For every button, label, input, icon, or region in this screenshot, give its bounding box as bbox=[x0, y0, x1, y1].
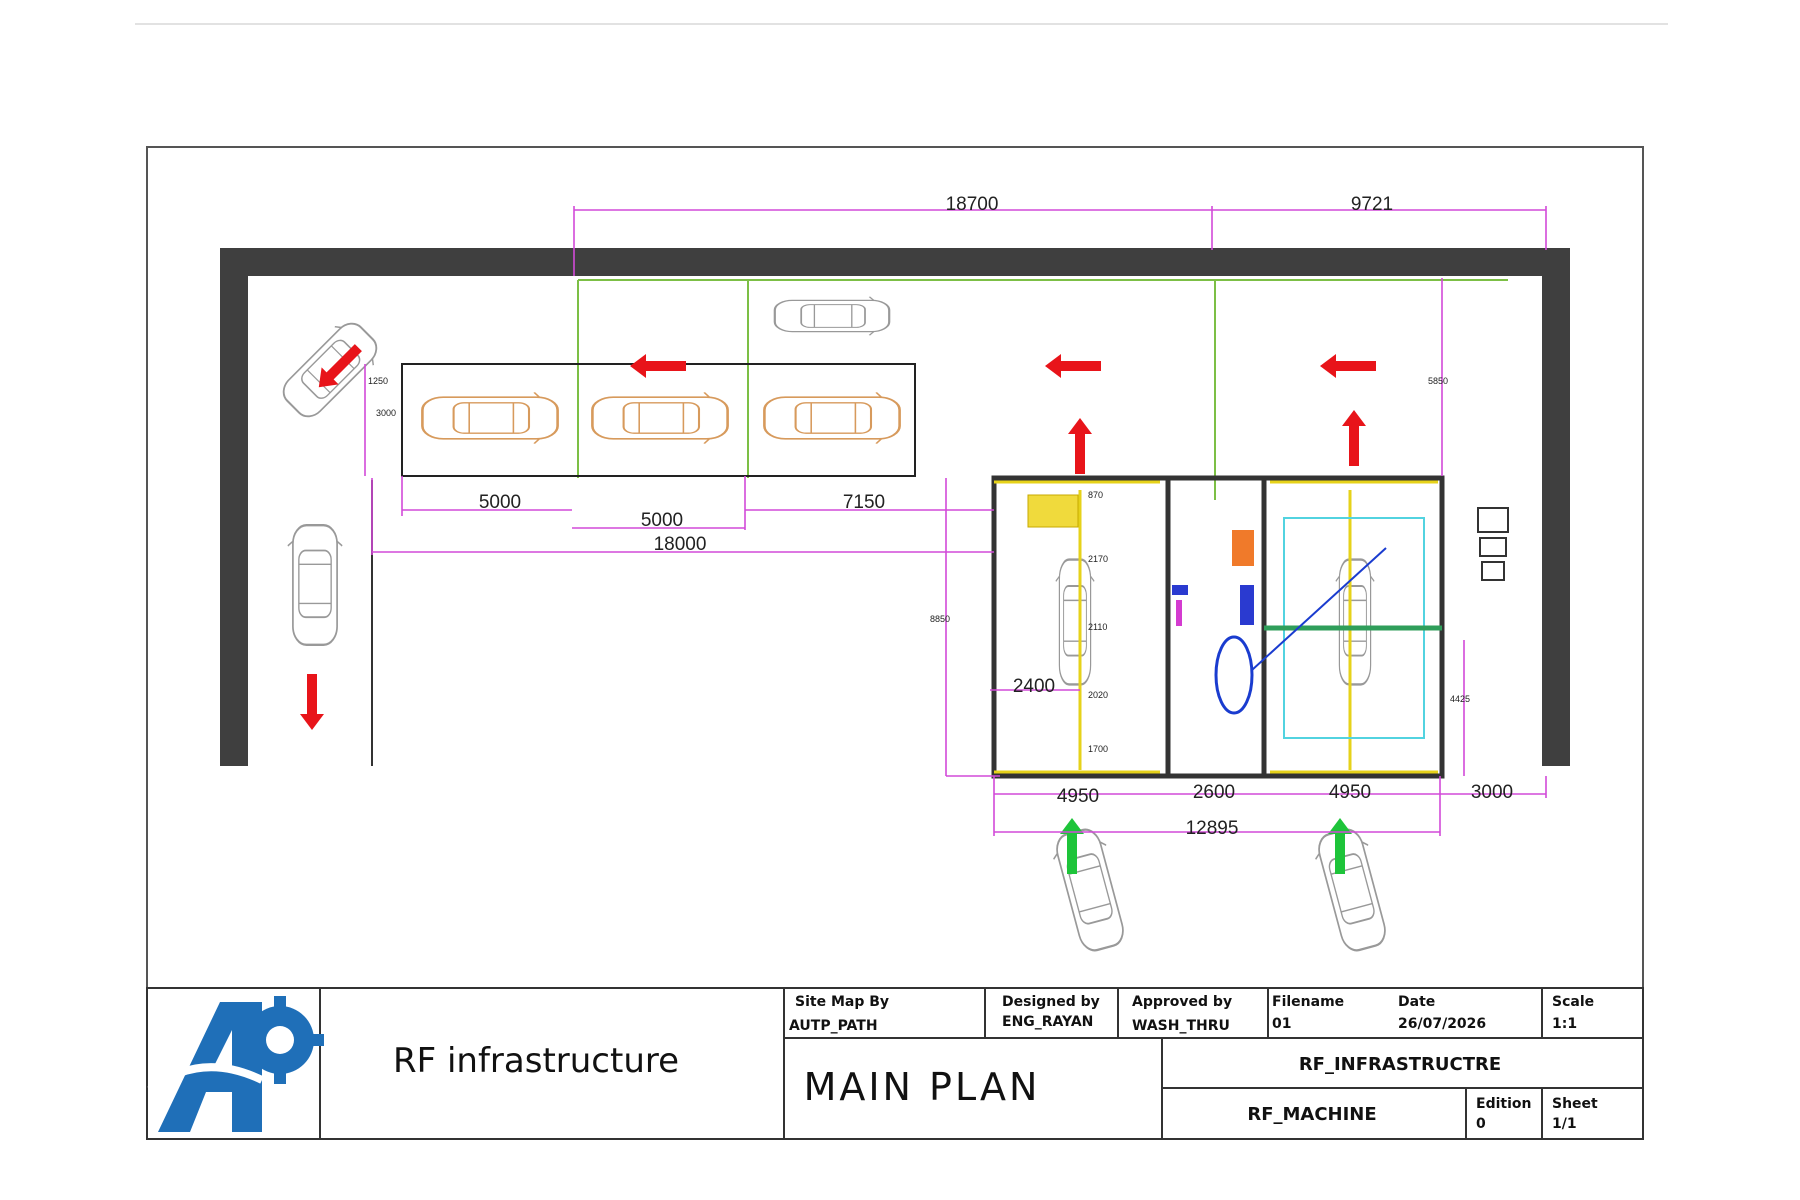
dim-lane-width: 2400 bbox=[1013, 676, 1055, 697]
designed-label: Designed by bbox=[1002, 994, 1100, 1010]
edition-value: 0 bbox=[1476, 1116, 1486, 1132]
dim-small-1250: 1250 bbox=[368, 376, 388, 386]
date-value: 26/07/2026 bbox=[1398, 1016, 1486, 1032]
dim-small-5850: 5850 bbox=[1428, 376, 1448, 386]
parked-cars bbox=[421, 391, 901, 445]
filename-label: Filename bbox=[1272, 994, 1344, 1010]
site-map-label: Site Map By bbox=[795, 994, 889, 1010]
dim-top-left: 18700 bbox=[946, 194, 999, 215]
date-label: Date bbox=[1398, 994, 1435, 1010]
scale-label: Scale bbox=[1552, 994, 1594, 1010]
plan-title: MAIN PLAN bbox=[804, 1065, 1041, 1109]
dim-wash-total: 12895 bbox=[1186, 818, 1239, 839]
dim-bay1: 5000 bbox=[479, 492, 521, 513]
dim-small-3000: 3000 bbox=[376, 408, 396, 418]
dim-small-8850: 8850 bbox=[930, 614, 950, 624]
dim-total-left: 18000 bbox=[654, 534, 707, 555]
dim-mid: 2600 bbox=[1193, 782, 1235, 803]
dim-top-right: 9721 bbox=[1351, 194, 1393, 215]
dim-small-2110: 2110 bbox=[1088, 622, 1107, 632]
dim-bay2: 5000 bbox=[641, 510, 683, 531]
dim-exit: 3000 bbox=[1471, 782, 1513, 803]
dim-small-2170: 2170 bbox=[1088, 554, 1108, 564]
dim-bay3: 7150 bbox=[843, 492, 885, 513]
dim-wash2: 4950 bbox=[1329, 782, 1371, 803]
edition-label: Edition bbox=[1476, 1096, 1531, 1112]
filename-value: 01 bbox=[1272, 1016, 1291, 1032]
dim-small-870: 870 bbox=[1088, 490, 1103, 500]
company-name: RF infrastructure bbox=[393, 1041, 679, 1081]
machine-name: RF_MACHINE bbox=[1247, 1104, 1376, 1125]
dim-small-2020: 2020 bbox=[1088, 690, 1108, 700]
dim-small-1700: 1700 bbox=[1088, 744, 1108, 754]
scale-value: 1:1 bbox=[1552, 1016, 1577, 1032]
project-name: RF_INFRASTRUCTRE bbox=[1299, 1054, 1501, 1075]
site-map-value: AUTP_PATH bbox=[789, 1018, 878, 1034]
dim-small-4425: 4425 bbox=[1450, 694, 1470, 704]
building-walls bbox=[220, 248, 1570, 766]
sheet-label: Sheet bbox=[1552, 1096, 1598, 1112]
ap-gear-logo-icon bbox=[147, 996, 324, 1132]
sheet-value: 1/1 bbox=[1552, 1116, 1577, 1132]
title-block: RF infrastructure MAIN PLAN Site Map By … bbox=[146, 987, 1644, 1140]
dim-wash1: 4950 bbox=[1057, 786, 1099, 807]
designed-value: ENG_RAYAN bbox=[1002, 1014, 1093, 1030]
dimension-lines bbox=[364, 206, 1547, 836]
guide-lines bbox=[577, 279, 1508, 500]
wash-bays bbox=[991, 475, 1509, 779]
approved-label: Approved by bbox=[1132, 994, 1232, 1010]
approved-value: WASH_THRU bbox=[1132, 1018, 1230, 1034]
